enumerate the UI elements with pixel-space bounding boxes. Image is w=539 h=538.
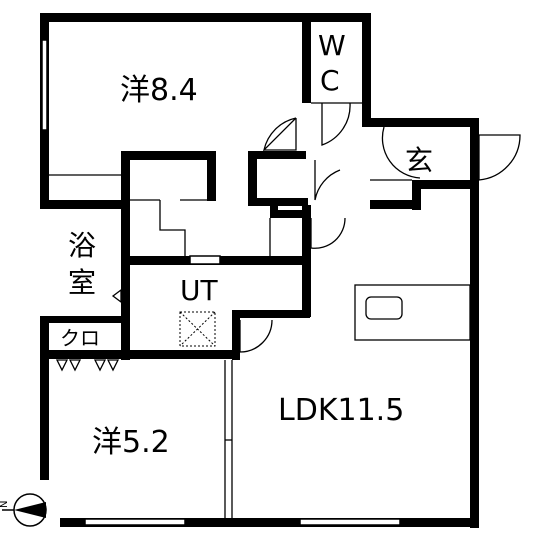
wall-corridor-right (207, 151, 216, 201)
wall-right (470, 118, 479, 528)
wall-bottom (60, 518, 479, 527)
wall-closet-left (40, 316, 49, 356)
wall-corridor-left (121, 151, 130, 206)
door-84-frame (264, 118, 297, 151)
door-exterior (478, 134, 521, 181)
label-closet: クロ (60, 326, 100, 350)
window-bottom-ldk (299, 518, 401, 526)
wall-ut-bottom-right (232, 310, 310, 318)
label-bath-1: 浴 (68, 229, 96, 262)
window-ut (189, 255, 221, 265)
wall-hall-step (270, 198, 278, 218)
sink-icon (365, 296, 403, 320)
wall-wc-left (302, 13, 311, 103)
door-ut (239, 319, 273, 353)
windows (41, 39, 401, 526)
door-wc (321, 102, 351, 146)
wall-wc-right (362, 13, 371, 123)
doors (239, 102, 521, 353)
label-entrance: 玄 (405, 144, 433, 177)
label-ldk: LDK11.5 (278, 393, 404, 428)
wall-entrance-top (362, 118, 479, 127)
door-ldk (310, 217, 346, 249)
wall-hall-top (248, 151, 306, 159)
wall-wc-top (302, 13, 370, 22)
closet-doors (55, 288, 122, 372)
window-left-84 (41, 39, 48, 131)
wall-hall-left (248, 151, 257, 206)
label-western-small: 洋5.2 (92, 425, 170, 460)
compass-label: N (0, 501, 10, 508)
washer-space (179, 311, 216, 347)
partitions (49, 102, 412, 518)
label-bath-2: 室 (68, 266, 96, 299)
wall-ut-inner (232, 310, 240, 360)
wall-ut-right (302, 205, 311, 317)
washer-icon (179, 311, 216, 347)
wall-hall-step2 (270, 210, 310, 218)
wall-entrance-bottom (412, 180, 472, 189)
label-utility: UT (180, 274, 218, 307)
room-labels: 洋8.4 W C 玄 浴 室 UT クロ 洋5.2 LDK11.5 (60, 29, 433, 460)
label-western-large: 洋8.4 (120, 73, 198, 108)
door-hall (314, 160, 341, 201)
label-wc-c: C (320, 64, 340, 97)
door-entrance (381, 126, 421, 179)
door-84 (262, 117, 297, 153)
window-bottom-52 (84, 518, 186, 526)
wall-bath-top (40, 200, 130, 209)
label-wc-w: W (318, 29, 346, 62)
north-arrow-icon: N (0, 493, 47, 527)
wall-room52-top (40, 350, 240, 359)
wall-closet-top (40, 316, 130, 323)
wall-left-lower (40, 340, 49, 478)
wall-top (40, 13, 302, 22)
wall-entrance-bottom2 (370, 200, 420, 209)
wall-bath-right (121, 200, 130, 360)
wall-left-end (40, 470, 49, 480)
wall-entrance-step (412, 180, 421, 210)
wall-corridor-top (121, 151, 216, 160)
kitchen-counter (354, 284, 471, 341)
